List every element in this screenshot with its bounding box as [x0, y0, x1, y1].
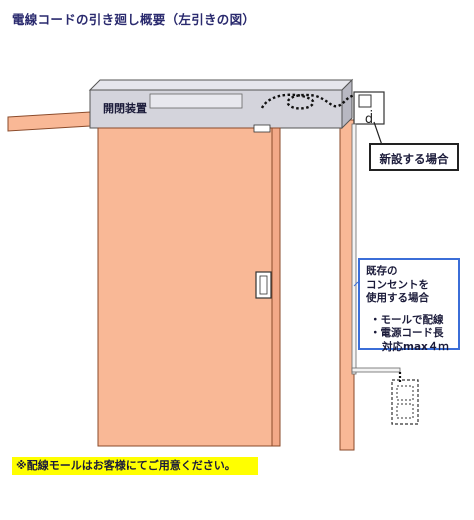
wire-molding-horizontal: [351, 367, 401, 373]
door-edge: [271, 127, 281, 447]
existing-outlet-note: 既存の コンセントを 使用する場合 ・モールで配線 ・電源コード長 対応max４…: [358, 258, 460, 353]
wire-molding: [351, 123, 357, 375]
existing-note-bullet2: ・電源コード長: [370, 327, 444, 339]
new-installation-note: 新設する場合: [369, 143, 459, 171]
diagram-title: 電線コードの引き廻し概要（左引きの図）: [12, 12, 256, 27]
existing-outlet-receptacle-top: [396, 385, 414, 401]
coiled-cord: [260, 93, 364, 110]
cord-connector: [253, 124, 271, 133]
device-label: 開閉装置: [103, 102, 147, 115]
existing-note-bullet1: ・モールで配線: [370, 313, 444, 326]
existing-note-line1: 既存の: [366, 265, 398, 277]
existing-outlet-receptacle-bottom: [396, 403, 414, 419]
existing-note-bullet2-cont: 対応max４ｍ: [382, 340, 449, 353]
device-box-top: [88, 79, 354, 91]
device-inner-panel: [149, 93, 243, 109]
footer-note: ※配線モールはお客様にてご用意ください。: [12, 457, 258, 475]
wall-beam: [7, 111, 91, 132]
existing-note-line2: コンセントを: [366, 278, 429, 291]
leader-existing: [353, 281, 359, 287]
door-leaf: [97, 127, 279, 447]
existing-note-line3: 使用する場合: [366, 292, 429, 304]
door-handle-grip: [259, 275, 268, 295]
new-outlet-receptacle: [358, 94, 372, 108]
new-outlet-plug-glyph: ḋ: [365, 110, 373, 127]
